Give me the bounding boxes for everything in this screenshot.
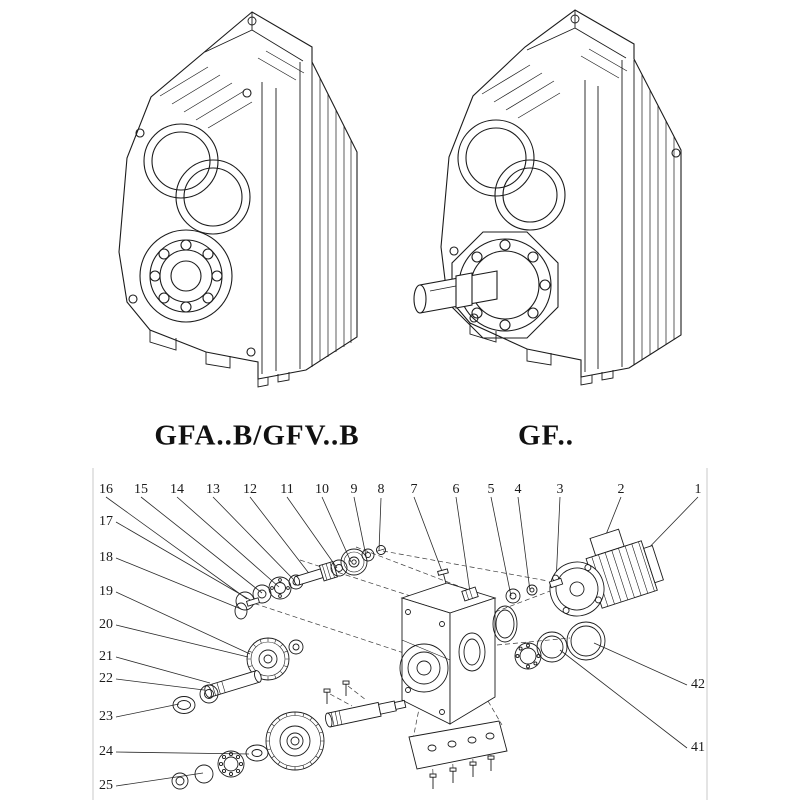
pinion-shaft-part xyxy=(293,560,339,586)
callout-8: 8 xyxy=(377,482,385,497)
output-gear-part xyxy=(265,711,325,771)
callout-12: 12 xyxy=(243,482,257,497)
bearing-part xyxy=(514,642,542,670)
callout-42: 42 xyxy=(691,677,705,692)
base-bolts-part xyxy=(429,755,495,789)
retaining-ring-part xyxy=(566,621,606,661)
callout-41: 41 xyxy=(691,740,705,755)
callout-19: 19 xyxy=(99,584,113,599)
callout-4: 4 xyxy=(514,482,522,497)
callout-22: 22 xyxy=(99,671,113,686)
page-edge-lines xyxy=(92,468,708,800)
bearing-part xyxy=(268,576,292,600)
callout-15: 15 xyxy=(134,482,148,497)
callout-11: 11 xyxy=(280,482,294,497)
motor-part xyxy=(549,528,664,617)
lifting-eye-icon xyxy=(247,16,257,26)
stud-bolts-part xyxy=(323,680,350,704)
callout-24: 24 xyxy=(99,744,113,759)
intermediate-shaft-part xyxy=(204,670,262,698)
output-shaft-detail xyxy=(413,270,498,314)
callout-5: 5 xyxy=(487,482,495,497)
bearing-part xyxy=(217,750,245,778)
gear-part xyxy=(340,548,368,576)
output-bearing-detail xyxy=(139,229,233,323)
callout-23: 23 xyxy=(99,709,113,724)
right-gearbox-drawing xyxy=(413,9,682,386)
figure-label-gfab-gfvb: GFA..B/GFV..B xyxy=(154,419,360,452)
key-part xyxy=(548,577,564,589)
left-gearbox-drawing xyxy=(118,11,358,388)
callout-6: 6 xyxy=(452,482,460,497)
circlip-part xyxy=(194,764,214,784)
callout-3: 3 xyxy=(556,482,564,497)
figure-label-gf: GF.. xyxy=(517,419,575,452)
intermediate-gear-part xyxy=(246,637,290,681)
callout-13: 13 xyxy=(206,482,220,497)
callout-2: 2 xyxy=(617,482,625,497)
key-part xyxy=(245,597,261,607)
callout-17: 17 xyxy=(99,514,113,529)
leader-lines xyxy=(105,496,699,787)
callout-20: 20 xyxy=(99,617,113,632)
breather-plug-part xyxy=(437,568,449,584)
gear-housing-part xyxy=(399,582,497,725)
callout-16: 16 xyxy=(99,482,113,497)
bolt-part xyxy=(376,545,386,555)
callout-1: 1 xyxy=(694,482,702,497)
callout-10: 10 xyxy=(315,482,329,497)
callout-18: 18 xyxy=(99,550,113,565)
callout-25: 25 xyxy=(99,778,113,793)
plug-part xyxy=(461,586,479,602)
lifting-eye-icon xyxy=(570,14,580,24)
callout-7: 7 xyxy=(410,482,418,497)
output-shaft-part xyxy=(325,699,407,728)
callout-21: 21 xyxy=(99,649,113,664)
callout-14: 14 xyxy=(170,482,184,497)
base-plate-part xyxy=(408,720,508,770)
seal-ring-part xyxy=(536,631,568,663)
callout-9: 9 xyxy=(350,482,358,497)
exploded-view-drawing xyxy=(105,496,699,790)
